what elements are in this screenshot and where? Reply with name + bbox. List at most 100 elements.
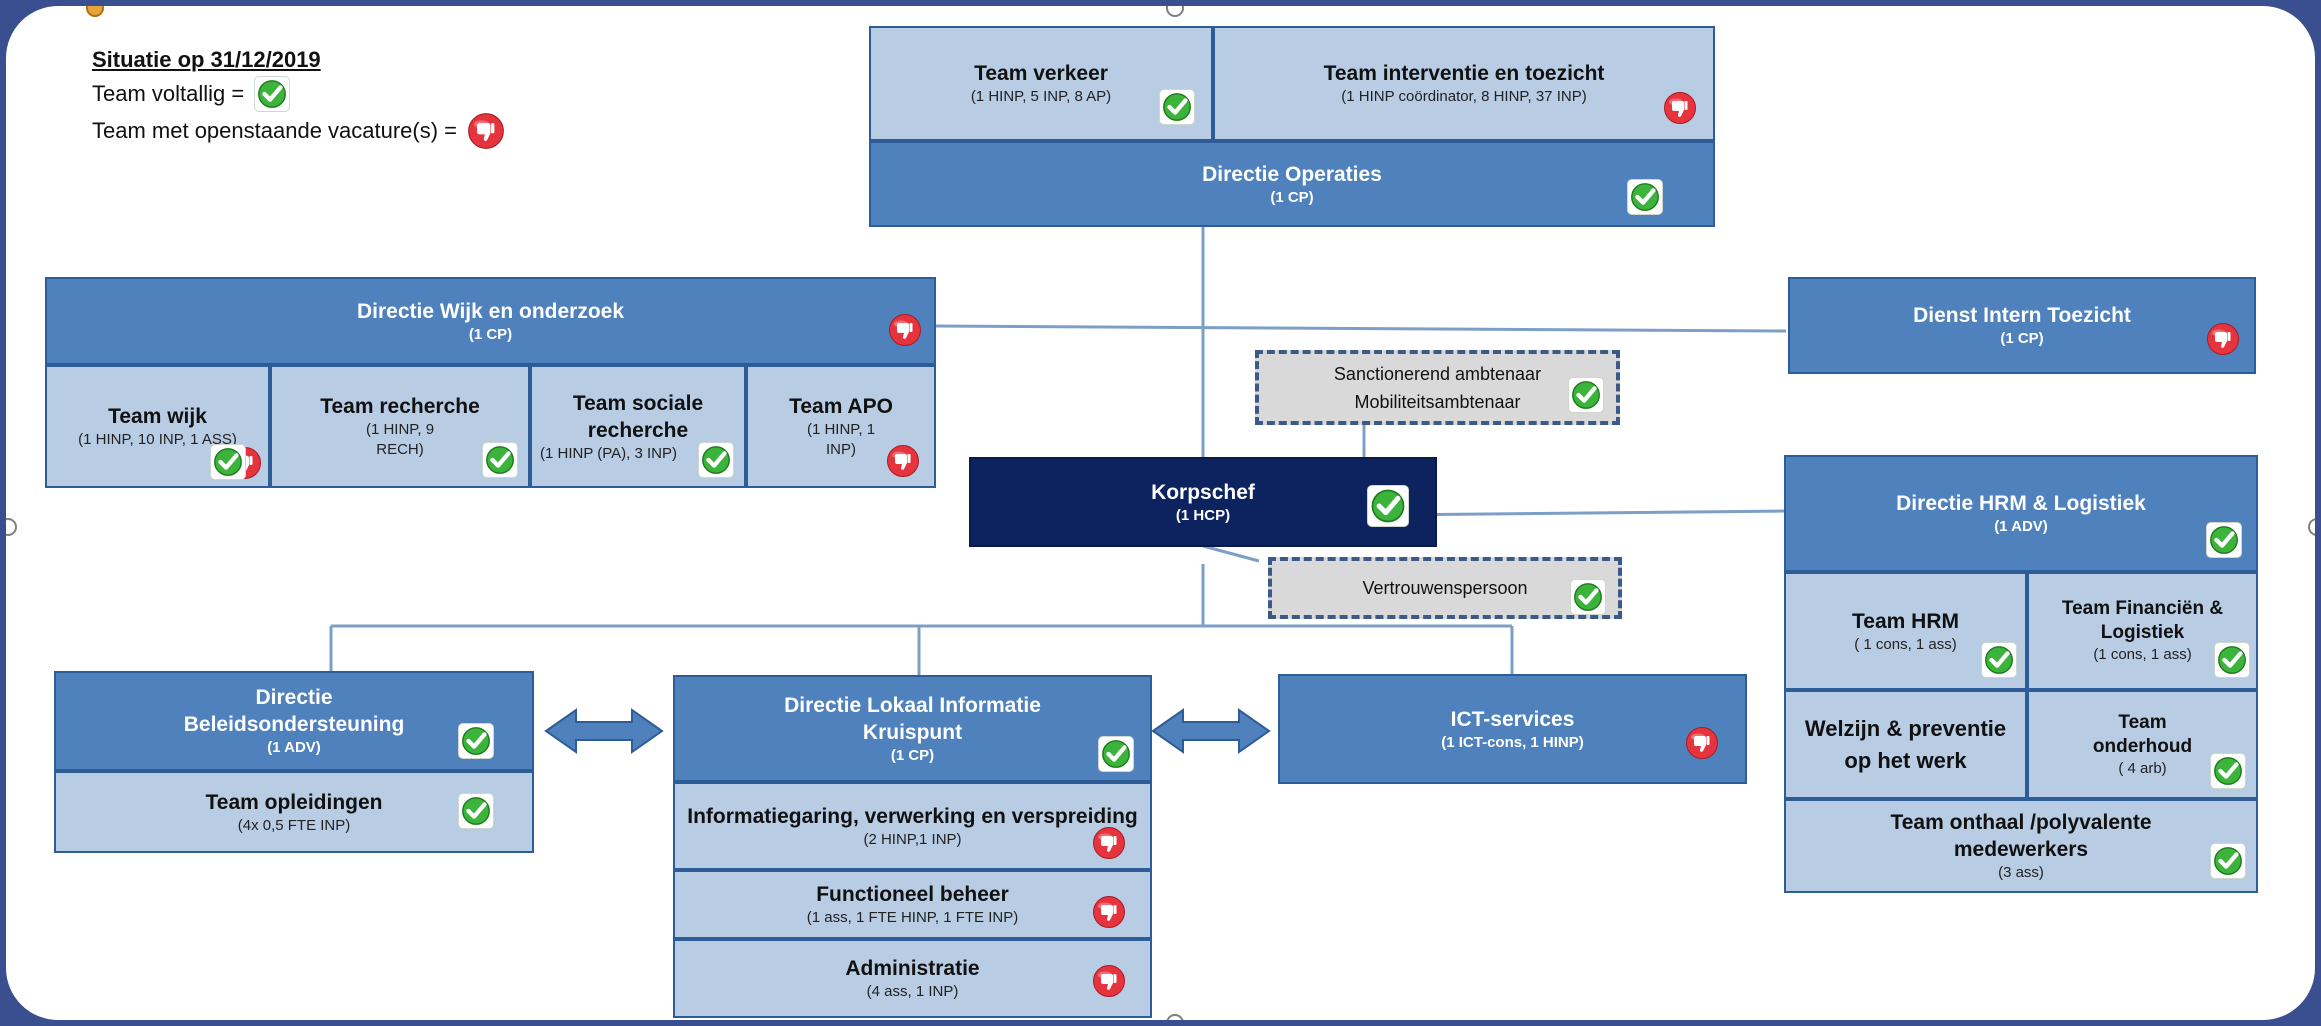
check-icon: [482, 442, 518, 478]
team-verkeer[interactable]: Team verkeer (1 HINP, 5 INP, 8 AP): [869, 26, 1213, 141]
check-icon: [458, 723, 494, 759]
directie-operaties-detail: (1 CP): [1270, 188, 1314, 206]
functioneel-title: Functioneel beheer: [816, 883, 1009, 906]
directie-lik-title: Directie Lokaal Informatie Kruispunt: [784, 693, 1041, 744]
directie-operaties-title: Directie Operaties: [1202, 162, 1382, 186]
thumbs-down-icon: [1685, 726, 1719, 760]
team-financien-detail: (1 cons, 1 ass): [2093, 646, 2192, 663]
sanction-line2: Mobiliteitsambtenaar: [1354, 391, 1521, 412]
check-icon: [2210, 753, 2246, 789]
directie-lokaal-informatie-kruispunt[interactable]: Directie Lokaal Informatie Kruispunt (1 …: [673, 675, 1152, 782]
informatiegaring-detail: (2 HINP,1 INP): [863, 830, 962, 848]
thumbs-down-icon: [888, 313, 922, 347]
check-icon: [1367, 485, 1409, 527]
team-wijk-title: Team wijk: [108, 405, 207, 428]
thumbs-down-icon: [1092, 964, 1126, 998]
sanction-line1: Sanctionerend ambtenaar: [1333, 363, 1542, 384]
welzijn-preventie[interactable]: Welzijn & preventie op het werk: [1784, 690, 2027, 799]
legend-vacancy-label: Team met openstaande vacature(s) =: [92, 118, 458, 143]
legend-complete-label: Team voltallig =: [92, 81, 245, 106]
directie-beleid-detail: (1 ADV): [267, 739, 321, 756]
team-recherche-title: Team recherche: [320, 395, 480, 418]
vertrouwenspersoon[interactable]: Vertrouwenspersoon: [1268, 557, 1622, 619]
legend: Situatie op 31/12/2019 Team voltallig = …: [92, 44, 505, 150]
dienst-intern-toezicht[interactable]: Dienst Intern Toezicht (1 CP): [1788, 277, 2256, 374]
directie-beleidsondersteuning[interactable]: Directie Beleidsondersteuning (1 ADV): [54, 671, 534, 771]
team-opleidingen-title: Team opleidingen: [205, 790, 383, 814]
team-wijk[interactable]: Team wijk (1 HINP, 10 INP, 1 ASS): [45, 365, 270, 488]
directie-hrm-detail: (1 ADV): [1994, 518, 2048, 535]
administratie-detail: (4 ass, 1 INP): [866, 983, 959, 1000]
team-hrm[interactable]: Team HRM ( 1 cons, 1 ass): [1784, 572, 2027, 690]
team-financien-title: Team Financiën & Logistiek: [2061, 598, 2224, 643]
thumbs-down-icon: [467, 112, 505, 150]
directie-hrm-logistiek[interactable]: Directie HRM & Logistiek (1 ADV): [1784, 455, 2258, 572]
team-verkeer-title: Team verkeer: [974, 62, 1108, 85]
check-icon: [1098, 736, 1134, 772]
team-hrm-title: Team HRM: [1852, 609, 1959, 633]
check-icon: [458, 793, 494, 829]
team-opleidingen[interactable]: Team opleidingen (4x 0,5 FTE INP): [54, 771, 534, 853]
team-wijk-detail: (1 HINP, 10 INP, 1 ASS): [78, 431, 237, 448]
check-icon: [2214, 642, 2250, 678]
dienst-intern-detail: (1 CP): [2000, 330, 2044, 347]
team-onthaal-detail: (3 ass): [1998, 864, 2044, 881]
team-recherche-detail: (1 HINP, 9 RECH): [365, 421, 435, 458]
thumbs-down-icon: [2206, 322, 2240, 356]
resize-handle[interactable]: [6, 518, 17, 536]
directie-wijk-onderzoek[interactable]: Directie Wijk en onderzoek (1 CP): [45, 277, 936, 365]
check-icon: [210, 444, 246, 480]
team-sociale-recherche[interactable]: Team sociale recherche (1 HINP (PA), 3 I…: [530, 365, 746, 488]
directie-hrm-title: Directie HRM & Logistiek: [1896, 492, 2146, 515]
check-icon: [1627, 179, 1663, 215]
team-onthaal[interactable]: Team onthaal /polyvalente medewerkers (3…: [1784, 799, 2258, 893]
thumbs-down-icon: [886, 444, 920, 478]
team-apo-title: Team APO: [789, 395, 893, 418]
check-icon: [1981, 642, 2017, 678]
team-interventie-toezicht[interactable]: Team interventie en toezicht (1 HINP coö…: [1213, 26, 1715, 141]
team-onthaal-title: Team onthaal /polyvalente medewerkers: [1890, 811, 2152, 861]
team-financien-logistiek[interactable]: Team Financiën & Logistiek (1 cons, 1 as…: [2027, 572, 2258, 690]
thumbs-down-icon: [1092, 826, 1126, 860]
team-interventie-title: Team interventie en toezicht: [1323, 62, 1605, 85]
sanctionerend-ambtenaar[interactable]: Sanctionerend ambtenaar Mobiliteitsambte…: [1255, 350, 1620, 425]
team-verkeer-detail: (1 HINP, 5 INP, 8 AP): [970, 88, 1112, 105]
functioneel-beheer[interactable]: Functioneel beheer (1 ass, 1 FTE HINP, 1…: [673, 870, 1152, 939]
ict-title: ICT-services: [1450, 707, 1575, 731]
ict-services[interactable]: ICT-services (1 ICT-cons, 1 HINP): [1278, 674, 1747, 784]
team-sociale-title: Team sociale recherche: [572, 391, 704, 442]
informatiegaring[interactable]: Informatiegaring, verwerking en versprei…: [673, 782, 1152, 870]
check-icon: [698, 442, 734, 478]
administratie[interactable]: Administratie (4 ass, 1 INP): [673, 939, 1152, 1018]
team-apo[interactable]: Team APO (1 HINP, 1 INP): [746, 365, 936, 488]
thumbs-down-icon: [1663, 91, 1697, 125]
team-opleidingen-detail: (4x 0,5 FTE INP): [237, 816, 351, 834]
team-onderhoud-detail: ( 4 arb): [2118, 759, 2167, 777]
team-recherche[interactable]: Team recherche (1 HINP, 9 RECH): [270, 365, 530, 488]
welzijn-title: Welzijn & preventie op het werk: [1804, 715, 2007, 773]
dienst-intern-title: Dienst Intern Toezicht: [1913, 304, 2131, 327]
check-icon: [2206, 522, 2242, 558]
resize-handle[interactable]: [1166, 6, 1184, 17]
administratie-title: Administratie: [845, 957, 980, 980]
directie-lik-detail: (1 CP): [890, 746, 935, 764]
team-interventie-detail: (1 HINP coördinator, 8 HINP, 37 INP): [1341, 88, 1587, 105]
legend-title: Situatie op 31/12/2019: [92, 47, 321, 72]
korpschef-title: Korpschef: [1151, 480, 1255, 504]
directie-wijk-title: Directie Wijk en onderzoek: [356, 299, 625, 323]
directie-operaties[interactable]: Directie Operaties (1 CP): [869, 141, 1715, 227]
team-onderhoud-title: Team onderhoud: [2092, 711, 2193, 757]
directie-beleid-title: Directie Beleidsondersteuning: [183, 686, 405, 736]
check-icon: [1159, 89, 1195, 125]
team-hrm-detail: ( 1 cons, 1 ass): [1854, 635, 1957, 653]
thumbs-down-icon: [1092, 895, 1126, 929]
team-onderhoud[interactable]: Team onderhoud ( 4 arb): [2027, 690, 2258, 799]
functioneel-detail: (1 ass, 1 FTE HINP, 1 FTE INP): [806, 909, 1019, 926]
org-chart-canvas: Situatie op 31/12/2019 Team voltallig = …: [6, 6, 2315, 1020]
directie-wijk-detail: (1 CP): [468, 325, 513, 343]
check-icon: [1568, 377, 1604, 413]
connector-lines: [329, 226, 1787, 754]
korpschef[interactable]: Korpschef (1 HCP): [969, 457, 1437, 547]
check-icon: [1570, 579, 1606, 615]
rotate-handle[interactable]: [86, 6, 104, 17]
